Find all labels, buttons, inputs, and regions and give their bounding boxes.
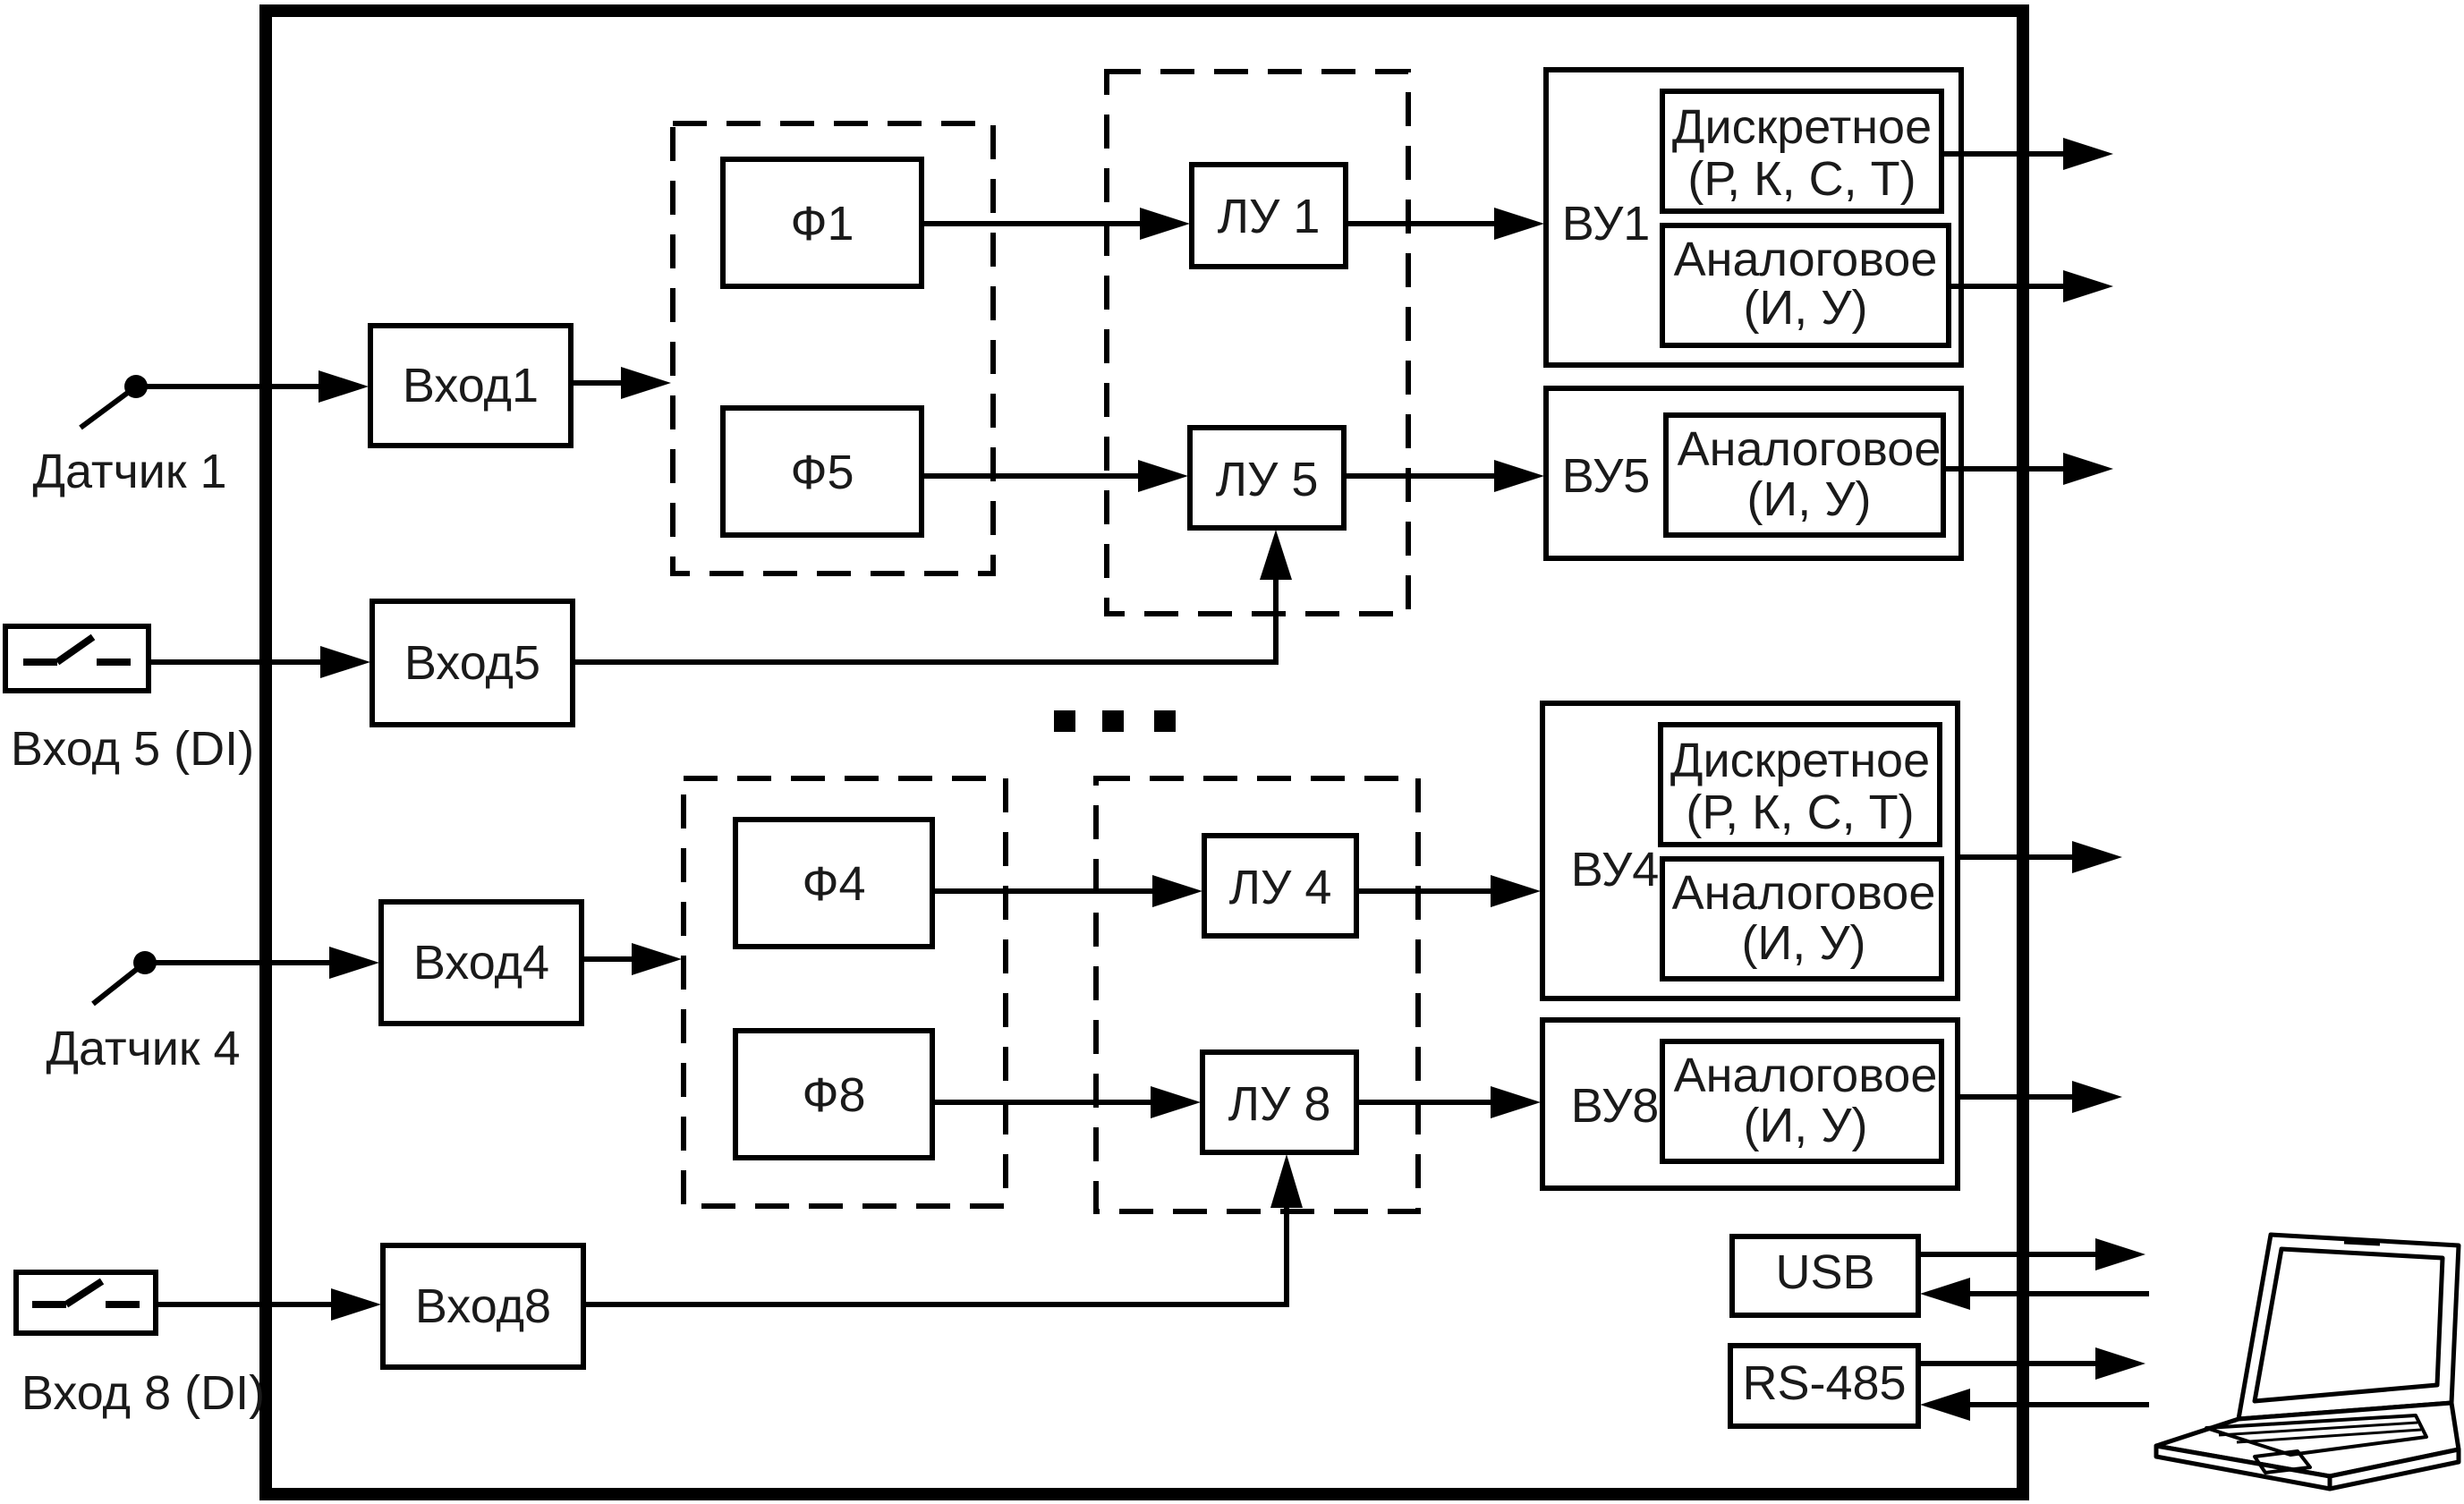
output-unit-4-label: ВУ4 [1571, 843, 1660, 896]
filter-4-label: Ф4 [802, 857, 865, 911]
filter-5-label: Ф5 [790, 446, 854, 499]
discrete-input-5-label: Вход 5 (DI) [11, 722, 254, 776]
analog-output-line2: (И, У) [1743, 1099, 1867, 1152]
analog-output-block [1660, 1039, 1944, 1164]
ellipsis-icon [1054, 710, 1176, 732]
logic-1-label: ЛУ 1 [1218, 190, 1321, 243]
analog-output-line1: Аналоговое [1674, 233, 1938, 286]
analog-output-block [1660, 223, 1951, 348]
switch-icon [3, 624, 151, 693]
filter-1-block [720, 157, 924, 289]
laptop-icon [2154, 1232, 2461, 1491]
input-8-label: Вход8 [415, 1279, 551, 1333]
usb-interface-block [1729, 1234, 1921, 1318]
discrete-output-line2: (Р, К, С, Т) [1686, 786, 1914, 839]
discrete-output-line1: Дискретное [1670, 734, 1930, 787]
discrete-output-block [1658, 722, 1942, 847]
analog-output-line1: Аналоговое [1674, 1049, 1938, 1102]
filter-group-top [670, 121, 996, 576]
analog-output-line2: (И, У) [1746, 472, 1871, 526]
sensor-probe-icon [91, 951, 157, 1007]
input-1-label: Вход1 [403, 359, 539, 412]
logic-group-top [1104, 69, 1411, 616]
analog-output-line1: Аналоговое [1672, 866, 1936, 920]
logic-1-block [1189, 162, 1348, 269]
filter-8-label: Ф8 [802, 1068, 865, 1122]
connection-lines [136, 138, 2149, 1421]
logic-5-label: ЛУ 5 [1216, 453, 1319, 506]
logic-8-label: ЛУ 8 [1228, 1077, 1331, 1131]
logic-4-block [1202, 833, 1359, 939]
logic-5-block [1187, 425, 1347, 531]
output-unit-8-label: ВУ8 [1571, 1079, 1660, 1133]
analog-output-block [1663, 412, 1946, 538]
analog-output-block [1660, 856, 1944, 981]
discrete-input-8-label: Вход 8 (DI) [21, 1366, 265, 1420]
sensor-1-label: Датчик 1 [32, 445, 226, 498]
input-8-block [380, 1243, 586, 1370]
switch-icon [13, 1270, 158, 1336]
discrete-output-line1: Дискретное [1672, 100, 1932, 154]
input-4-label: Вход4 [413, 936, 549, 990]
rs485-interface-block [1728, 1343, 1921, 1429]
filter-group-bottom [681, 776, 1008, 1209]
output-unit-1-label: ВУ1 [1562, 197, 1651, 251]
filter-4-block [733, 817, 935, 949]
analog-output-line2: (И, У) [1743, 281, 1867, 335]
logic-8-block [1200, 1049, 1359, 1155]
sensor-probe-icon [79, 375, 148, 430]
filter-5-block [720, 405, 924, 538]
analog-output-line1: Аналоговое [1678, 422, 1941, 476]
input-4-block [378, 899, 584, 1026]
output-unit-5-label: ВУ5 [1562, 449, 1651, 503]
discrete-output-block [1660, 89, 1944, 214]
rs485-label: RS-485 [1742, 1356, 1906, 1410]
filter-8-block [733, 1028, 935, 1160]
sensor-4-label: Датчик 4 [46, 1022, 240, 1075]
input-5-label: Вход5 [404, 636, 540, 690]
discrete-output-line2: (Р, К, С, Т) [1687, 152, 1916, 206]
filter-1-label: Ф1 [790, 197, 854, 251]
logic-4-label: ЛУ 4 [1229, 861, 1332, 914]
input-5-block [370, 599, 575, 727]
analog-output-line2: (И, У) [1741, 916, 1865, 970]
logic-group-bottom [1093, 776, 1421, 1214]
usb-label: USB [1775, 1245, 1874, 1299]
